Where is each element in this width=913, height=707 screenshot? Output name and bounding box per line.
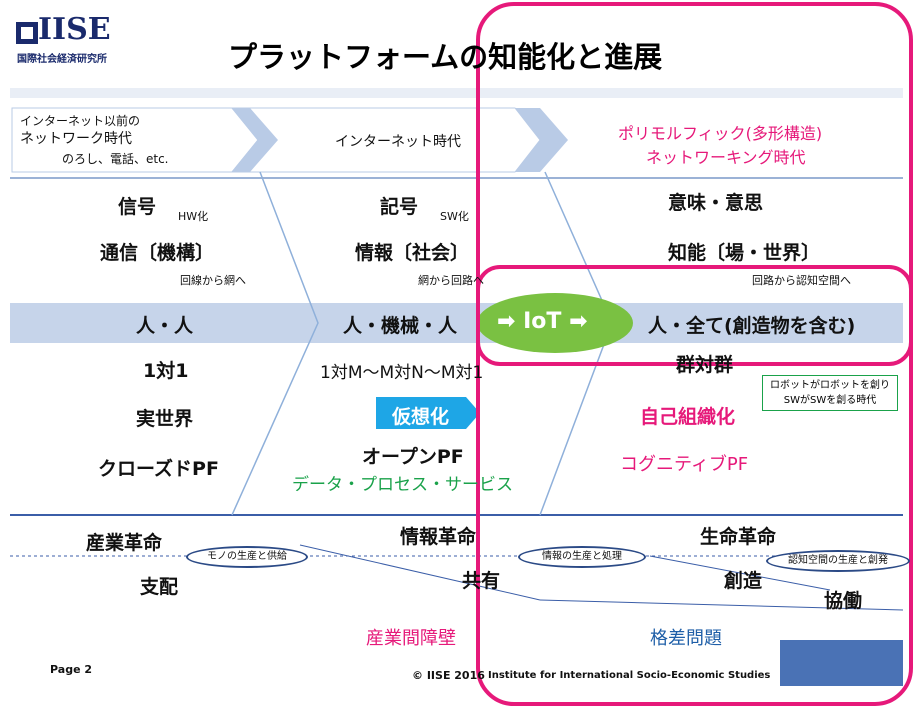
- divider-1: [231, 171, 319, 516]
- logo-square-inner: [21, 27, 33, 39]
- footer-institute: Institute for International Socio-Econom…: [488, 670, 771, 681]
- rev-life: 生命革命: [700, 526, 777, 548]
- c2-ratio: 1対M〜M対N〜M対1: [320, 363, 484, 383]
- rev-cog-space: 認知空間の生産と創発: [766, 550, 910, 572]
- rev-create: 創造: [724, 570, 763, 592]
- c2-dps: データ・プロセス・サービス: [292, 475, 513, 495]
- rev-goods: モノの生産と供給: [186, 546, 308, 568]
- footer-page: Page 2: [50, 663, 93, 676]
- iot-label: ➡ IoT ➡: [497, 309, 588, 334]
- era-poly-line1: ポリモルフィック(多形構造): [618, 124, 823, 143]
- footer-bar: [10, 658, 903, 686]
- era-pre-line1: インターネット以前の: [20, 114, 141, 128]
- c3-cognitive: コグニティブPF: [620, 454, 749, 475]
- c2-net-to-circuit: 網から回路へ: [418, 274, 484, 287]
- rev-control: 支配: [140, 576, 179, 598]
- c2-symbol: 記号: [380, 196, 419, 218]
- page-title: プラットフォームの知能化と進展: [228, 40, 663, 74]
- rev-barrier: 産業間障壁: [366, 628, 456, 649]
- logo-name: IISE: [38, 12, 111, 47]
- iot-text: IoT: [523, 309, 562, 334]
- c3-intel: 知能〔場・世界〕: [668, 242, 821, 264]
- rev-share: 共有: [462, 570, 501, 592]
- rev-info-proc: 情報の生産と処理: [518, 546, 646, 568]
- rev-industrial: 産業革命: [86, 532, 163, 554]
- logo-subtitle: 国際社会経済研究所: [17, 54, 107, 65]
- header-bar: [10, 88, 903, 98]
- c3-self-org: 自己組織化: [640, 406, 736, 428]
- trend-line-1: [299, 544, 541, 601]
- era-chevron-2: [515, 108, 568, 172]
- c1-signal: 信号: [118, 196, 157, 218]
- footer-decor: [780, 640, 903, 686]
- c3-meaning: 意味・意思: [668, 192, 764, 214]
- rev-information: 情報革命: [400, 526, 477, 548]
- trend-line-2: [539, 599, 904, 611]
- c1-people: 人・人: [136, 315, 194, 337]
- iot-arrow-right-icon: ➡: [561, 309, 588, 334]
- c3-people: 人・全て(創造物を含む): [648, 315, 856, 337]
- virtual-arrow: [376, 397, 480, 429]
- c2-sw: SW化: [440, 210, 469, 223]
- trend-line-3: [649, 555, 831, 591]
- pink-frame-iot: [476, 265, 913, 366]
- c1-closed: クローズドPF: [98, 458, 219, 480]
- c1-ratio: 1対1: [143, 360, 189, 382]
- c2-info: 情報〔社会〕: [355, 242, 470, 264]
- robot-note-line2: SWがSWを創る時代: [783, 395, 877, 406]
- era-internet: インターネット時代: [335, 134, 461, 150]
- robot-note-line1: ロボットがロボットを創り: [770, 380, 890, 391]
- rev-cooperate: 協働: [824, 590, 863, 612]
- footer-copyright: © IISE 2016: [412, 669, 485, 682]
- era-poly-line2: ネットワーキング時代: [646, 148, 806, 167]
- pink-frame-large: [476, 2, 913, 706]
- c1-comm: 通信〔機構〕: [100, 242, 215, 264]
- c3-ratio: 群対群: [676, 354, 734, 376]
- people-band-seg1: [12, 303, 318, 343]
- c1-line-to-net: 回線から網へ: [180, 274, 246, 287]
- c2-open: オープンPF: [362, 446, 464, 468]
- rev-gap: 格差問題: [650, 628, 722, 649]
- c2-virtual: 仮想化: [392, 406, 450, 428]
- c2-people: 人・機械・人: [343, 315, 458, 337]
- c1-real: 実世界: [136, 408, 194, 430]
- era-pre-line3: のろし、電話、etc.: [62, 152, 169, 166]
- iot-ellipse: [477, 293, 633, 353]
- c1-hw: HW化: [178, 210, 209, 223]
- era-chevron-1: [232, 108, 278, 172]
- era-pre-line2: ネットワーク時代: [20, 131, 132, 147]
- c3-circuit-to-cog: 回路から認知空間へ: [752, 274, 851, 287]
- robot-note-box: ロボットがロボットを創り SWがSWを創る時代: [762, 375, 898, 411]
- iot-arrow-left-icon: ➡: [497, 309, 524, 334]
